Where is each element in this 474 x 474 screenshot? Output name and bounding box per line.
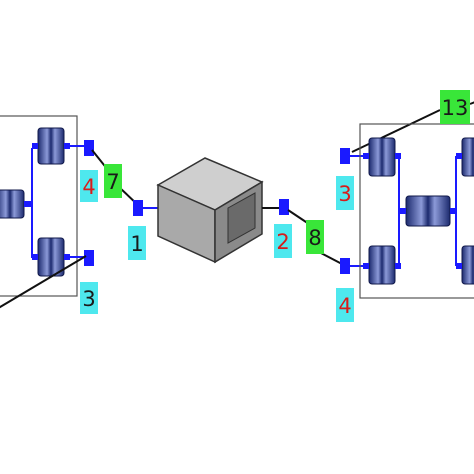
- right-top-right-switch: [456, 137, 474, 177]
- left-top-port: [84, 140, 94, 156]
- left-middle-switch: [0, 189, 32, 219]
- left-top-switch-body: [37, 127, 65, 165]
- right-link-wire-upper: [287, 209, 310, 225]
- left-middle-switch-pin: [24, 201, 32, 207]
- left-bottom-switch-pin-right: [64, 254, 70, 260]
- right-top-right-switch-pin: [456, 153, 462, 159]
- port-label-center-right-bg: [274, 224, 292, 258]
- right-top-right-switch-body: [461, 137, 474, 177]
- port-label-left-bottom-text: 3: [82, 287, 95, 311]
- right-center-switch: [400, 195, 456, 227]
- link-label-top-right: 13: [440, 90, 470, 124]
- port-label-left-bottom: 3: [80, 282, 98, 314]
- link-label-right-text: 8: [308, 226, 321, 250]
- link-label-top-right-text: 13: [442, 96, 469, 120]
- right-enclosure-frame: [359, 123, 474, 299]
- port-label-center-right: 2: [274, 224, 292, 258]
- right-bottom-left-switch-pin-left: [363, 263, 369, 269]
- right-bottom-left-switch-pin-right: [395, 263, 401, 269]
- left-enclosure: [0, 115, 78, 297]
- right-bottom-right-switch-body: [461, 245, 474, 285]
- port-label-center-right-text: 2: [276, 230, 289, 254]
- left-top-switch-pin-left: [32, 143, 38, 149]
- center-left-port: [133, 200, 143, 216]
- left-top-switch-pin-right: [64, 143, 70, 149]
- left-bottom-switch-pin-left: [32, 254, 38, 260]
- left-top-switch: [32, 127, 70, 165]
- link-label-right: 8: [306, 220, 324, 254]
- port-label-right-top-text: 3: [338, 182, 351, 206]
- left-external-wire: [0, 255, 87, 309]
- port-label-right-bottom-text: 4: [338, 294, 351, 318]
- left-enclosure-frame: [0, 115, 78, 297]
- port-label-right-top: 3: [336, 176, 354, 210]
- left-bottom-switch: [32, 237, 70, 277]
- port-label-left-top-bg: [80, 170, 98, 202]
- right-center-switch-pin-left: [400, 208, 406, 214]
- link-label-left: 7: [104, 164, 122, 198]
- center-right-port: [279, 199, 289, 215]
- left-middle-switch-body: [0, 189, 25, 219]
- port-label-center-left-text: 1: [130, 232, 143, 256]
- right-bottom-right-switch: [456, 245, 474, 285]
- right-external-wire-tail: [469, 101, 474, 105]
- port-label-left-bottom-bg: [80, 282, 98, 314]
- port-label-left-top-text: 4: [82, 175, 95, 199]
- right-top-left-switch-body: [368, 137, 396, 177]
- right-bottom-left-switch: [363, 245, 401, 285]
- link-label-top-right-bg: [440, 90, 470, 124]
- port-label-left-top: 4: [80, 170, 98, 202]
- port-label-right-bottom-bg: [336, 288, 354, 322]
- central-router-opening: [227, 192, 256, 244]
- right-top-left-switch-pin-left: [363, 153, 369, 159]
- port-label-center-left-bg: [128, 226, 146, 260]
- left-bottom-port: [84, 250, 94, 266]
- port-label-right-top-bg: [336, 176, 354, 210]
- right-top-left-switch-pin-right: [395, 153, 401, 159]
- link-label-right-bg: [306, 220, 324, 254]
- port-label-center-left: 1: [128, 226, 146, 260]
- right-bottom-right-switch-pin: [456, 263, 462, 269]
- right-center-switch-pin-right: [450, 208, 456, 214]
- right-top-port: [340, 148, 350, 164]
- right-bottom-left-switch-body: [368, 245, 396, 285]
- central-router: [156, 157, 264, 264]
- right-external-wire: [351, 109, 441, 153]
- right-top-left-switch: [363, 137, 401, 177]
- right-bottom-port: [340, 258, 350, 274]
- port-label-right-bottom: 4: [336, 288, 354, 322]
- right-enclosure: [359, 123, 474, 299]
- link-label-left-text: 7: [106, 170, 119, 194]
- link-label-left-bg: [104, 164, 122, 198]
- right-center-switch-body: [405, 195, 451, 227]
